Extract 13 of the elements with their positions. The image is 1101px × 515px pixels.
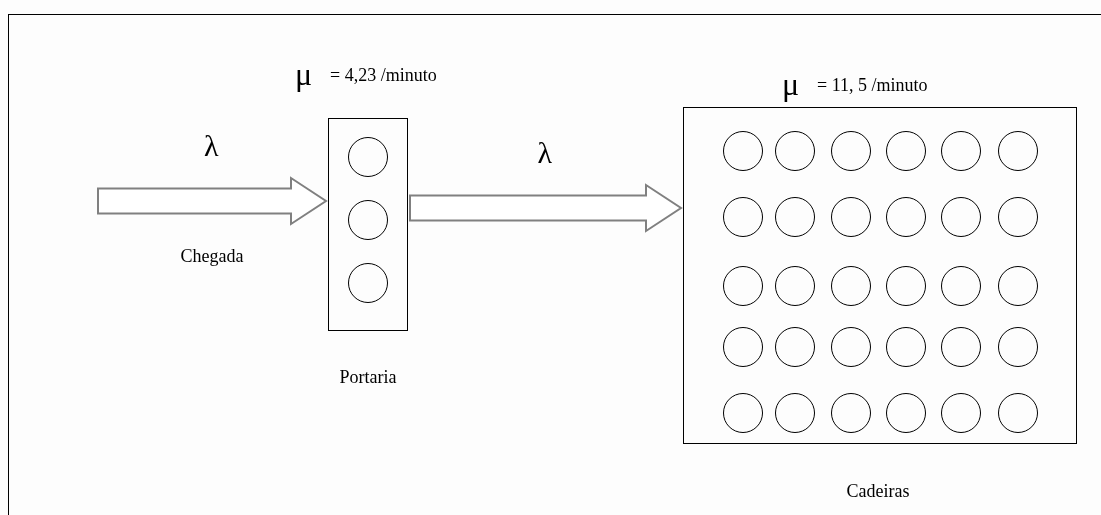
block-arrow (97, 176, 328, 226)
arrow-caption: Chegada (180, 247, 244, 265)
block-arrow (409, 183, 683, 233)
box-caption: Portaria (339, 368, 397, 386)
service-rate-symbol: μ (295, 58, 313, 90)
edge-label: λ (537, 138, 553, 168)
box-caption: Cadeiras (846, 482, 910, 500)
process-box (328, 118, 408, 331)
process-box (683, 107, 1077, 444)
service-rate-value: = 11, 5 /minuto (817, 76, 928, 94)
service-rate-value: = 4,23 /minuto (330, 66, 437, 84)
edge-label: λ (204, 131, 219, 161)
service-rate-symbol: μ (782, 68, 800, 100)
